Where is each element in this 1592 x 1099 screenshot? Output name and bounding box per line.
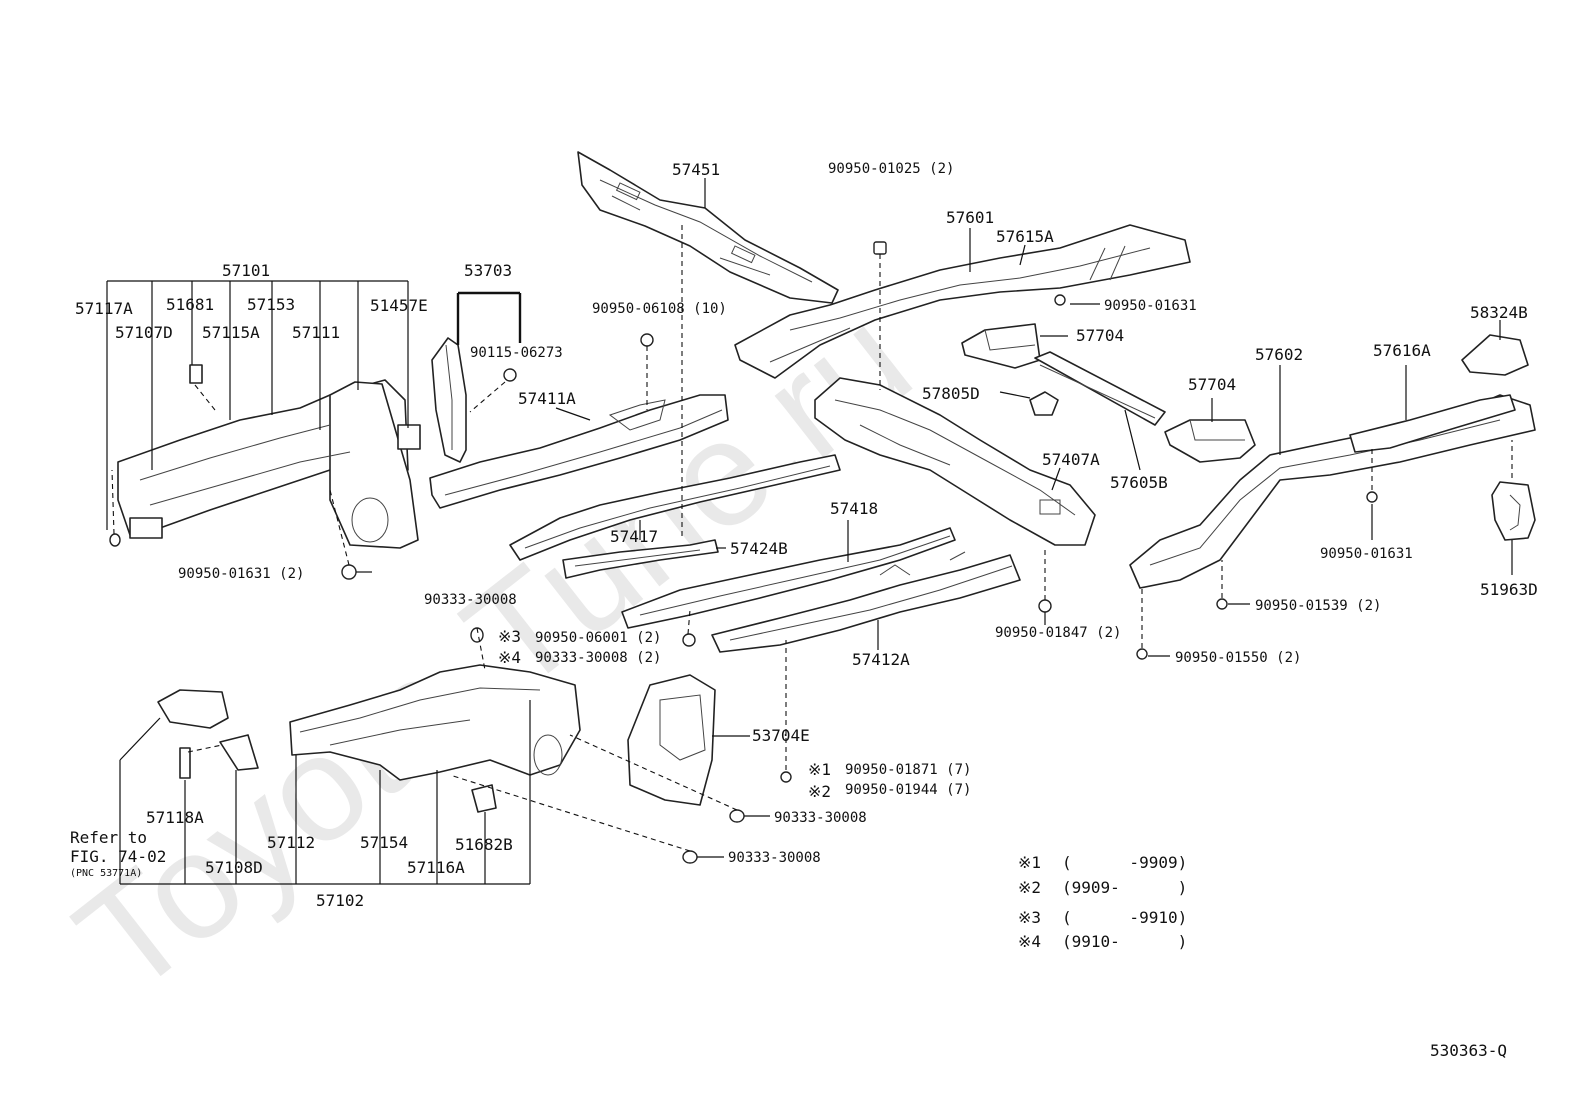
part-51963D-bracket[interactable] bbox=[1491, 481, 1536, 541]
dashed-leaders bbox=[111, 225, 1513, 852]
legend-mark-1: ※1 bbox=[1018, 853, 1041, 872]
label-90333-30008-c: 90333-30008 bbox=[774, 810, 867, 826]
label-90115-06273: 90115-06273 bbox=[470, 345, 563, 361]
label-57111: 57111 bbox=[292, 323, 340, 342]
label-90333-30008-a: 90333-30008 bbox=[424, 592, 517, 608]
label-57116A: 57116A bbox=[407, 858, 465, 877]
label-90950-01025: 90950-01025 (2) bbox=[828, 161, 954, 177]
label-51681: 51681 bbox=[166, 295, 214, 314]
label-90333-30008-b: 90333-30008 (2) bbox=[535, 650, 661, 666]
label-57417: 57417 bbox=[610, 527, 658, 546]
label-57101: 57101 bbox=[222, 261, 270, 280]
legend-range-2: (9909- ) bbox=[1062, 878, 1187, 897]
label-57601: 57601 bbox=[946, 208, 994, 227]
part-57424B-rail[interactable] bbox=[562, 539, 719, 579]
part-57605B-rail[interactable] bbox=[1034, 351, 1166, 426]
part-57704-bracket-lower[interactable] bbox=[1164, 419, 1256, 463]
legend-range-1: ( -9909) bbox=[1062, 853, 1187, 872]
label-90950-01631-c: 90950-01631 (2) bbox=[178, 566, 304, 582]
marker-4: ※4 bbox=[498, 648, 521, 667]
part-57411A-member[interactable] bbox=[429, 394, 729, 509]
label-57118A: 57118A bbox=[146, 808, 204, 827]
label-57451: 57451 bbox=[672, 160, 720, 179]
label-90950-01871: 90950-01871 (7) bbox=[845, 762, 971, 778]
label-90333-30008-d: 90333-30008 bbox=[728, 850, 821, 866]
label-57102: 57102 bbox=[316, 891, 364, 910]
part-57704-bracket-upper[interactable] bbox=[961, 323, 1041, 369]
label-57412A: 57412A bbox=[852, 650, 910, 669]
legend-mark-4: ※4 bbox=[1018, 932, 1041, 951]
legend-mark-3: ※3 bbox=[1018, 908, 1041, 927]
label-51457E: 51457E bbox=[370, 296, 428, 315]
label-57704-b: 57704 bbox=[1188, 375, 1236, 394]
part-57412A-member[interactable] bbox=[711, 551, 1021, 653]
label-57704-a: 57704 bbox=[1076, 326, 1124, 345]
refer-line-2: FIG. 74-02 bbox=[70, 847, 166, 866]
refer-line-1: Refer to bbox=[70, 828, 147, 847]
label-51682B: 51682B bbox=[455, 835, 513, 854]
legend: ※1 ( -9909) ※2 (9909- ) ※3 ( -9910) ※4 (… bbox=[1018, 853, 1187, 951]
label-53704E: 53704E bbox=[752, 726, 810, 745]
part-53703-pillar[interactable] bbox=[431, 337, 467, 463]
label-57805D: 57805D bbox=[922, 384, 980, 403]
label-57108D: 57108D bbox=[205, 858, 263, 877]
label-57115A: 57115A bbox=[202, 323, 260, 342]
marker-3: ※3 bbox=[498, 627, 521, 646]
part-57601-member[interactable] bbox=[734, 224, 1191, 379]
part-53704E-panel[interactable] bbox=[627, 674, 716, 806]
part-57101-assembly[interactable] bbox=[109, 364, 421, 549]
label-90950-01847: 90950-01847 (2) bbox=[995, 625, 1121, 641]
part-57616A-member[interactable] bbox=[1349, 394, 1516, 453]
part-57102-assembly[interactable] bbox=[219, 664, 581, 813]
marker-2: ※2 bbox=[808, 782, 831, 801]
part-57417-rocker[interactable] bbox=[509, 454, 841, 561]
watermark: Toyota-Tune.ru bbox=[46, 275, 940, 1025]
label-57107D: 57107D bbox=[115, 323, 173, 342]
label-57602: 57602 bbox=[1255, 345, 1303, 364]
part-57451-crossmember[interactable] bbox=[577, 151, 839, 304]
label-57424B: 57424B bbox=[730, 539, 788, 558]
label-90950-06108: 90950-06108 (10) bbox=[592, 301, 727, 317]
legend-range-4: (9910- ) bbox=[1062, 932, 1187, 951]
refer-line-3: (PNC 53771A) bbox=[70, 868, 142, 879]
label-57615A: 57615A bbox=[996, 227, 1054, 246]
label-58324B: 58324B bbox=[1470, 303, 1528, 322]
label-90950-01550: 90950-01550 (2) bbox=[1175, 650, 1301, 666]
label-57418: 57418 bbox=[830, 499, 878, 518]
legend-mark-2: ※2 bbox=[1018, 878, 1041, 897]
label-57411A: 57411A bbox=[518, 389, 576, 408]
legend-range-3: ( -9910) bbox=[1062, 908, 1187, 927]
label-57154: 57154 bbox=[360, 833, 408, 852]
label-57605B: 57605B bbox=[1110, 473, 1168, 492]
label-90950-06001: 90950-06001 (2) bbox=[535, 630, 661, 646]
label-90950-01631-b: 90950-01631 bbox=[1320, 546, 1413, 562]
label-51963D: 51963D bbox=[1480, 580, 1538, 599]
part-labels: 57451 90950-01025 (2) 57601 57615A 90950… bbox=[70, 160, 1538, 910]
label-57153: 57153 bbox=[247, 295, 295, 314]
part-57805D-bracket[interactable] bbox=[1029, 391, 1059, 416]
label-57407A: 57407A bbox=[1042, 450, 1100, 469]
label-90950-01539: 90950-01539 (2) bbox=[1255, 598, 1381, 614]
part-refer-bracket[interactable] bbox=[157, 689, 229, 779]
part-57407A-crossmember[interactable] bbox=[814, 377, 1096, 546]
part-58324B-bracket[interactable] bbox=[1461, 334, 1529, 376]
label-53703: 53703 bbox=[464, 261, 512, 280]
leader-lines bbox=[106, 178, 1513, 885]
part-57602-member[interactable] bbox=[1129, 394, 1536, 589]
label-57616A: 57616A bbox=[1373, 341, 1431, 360]
label-57117A: 57117A bbox=[75, 299, 133, 318]
label-90950-01944: 90950-01944 (7) bbox=[845, 782, 971, 798]
label-90950-01631-a: 90950-01631 bbox=[1104, 298, 1197, 314]
footer-code: 530363-Q bbox=[1430, 1041, 1507, 1060]
label-57112: 57112 bbox=[267, 833, 315, 852]
marker-1: ※1 bbox=[808, 760, 831, 779]
